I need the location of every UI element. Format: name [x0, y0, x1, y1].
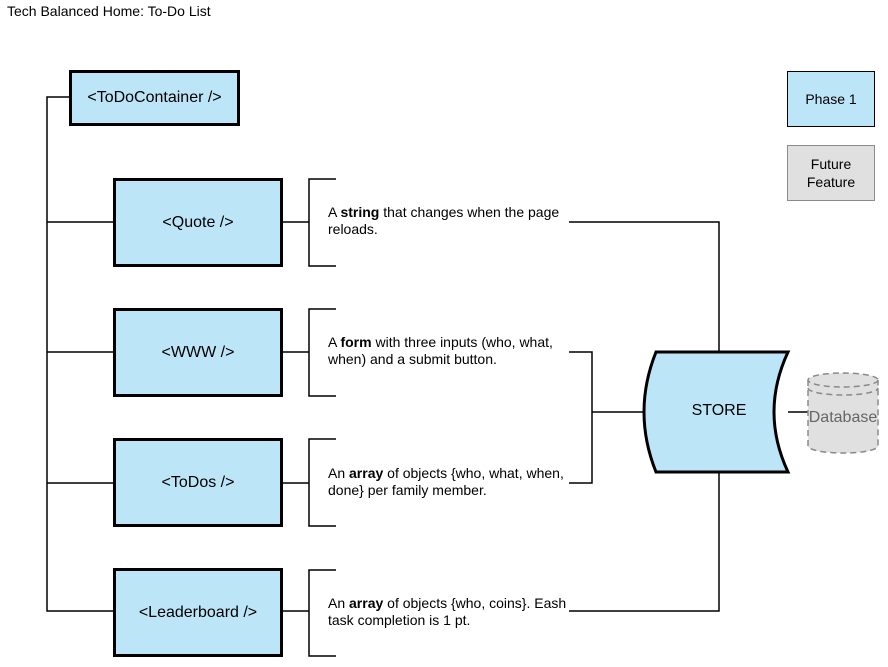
- quote-description: A string that changes when the page relo…: [328, 204, 560, 237]
- todos-box: <ToDos />: [113, 438, 283, 527]
- page-title: Tech Balanced Home: To-Do List: [7, 3, 211, 19]
- bracket-leaderboard: [308, 569, 336, 657]
- legend-phase-1-label: Phase 1: [805, 91, 857, 107]
- www-label: <WWW />: [161, 343, 235, 361]
- leaderboard-label: <Leaderboard />: [138, 603, 258, 621]
- leaderboard-description: An array of objects {who, coins}. Eash t…: [328, 595, 567, 628]
- store-shape: [642, 350, 791, 474]
- leaderboard-box: <Leaderboard />: [113, 568, 283, 657]
- link-quote-store: [569, 221, 720, 352]
- database-label: Database: [808, 409, 878, 426]
- database-shape: [807, 372, 879, 454]
- todos-label: <ToDos />: [161, 473, 235, 491]
- legend-phase-1: Phase 1: [787, 71, 875, 127]
- quote-box: <Quote />: [113, 178, 283, 267]
- www-box: <WWW />: [113, 308, 283, 397]
- link-leaderboard-store: [569, 470, 720, 612]
- legend-future-feature: Future Feature: [787, 145, 875, 201]
- todocontainer-box: <ToDoContainer />: [69, 70, 240, 126]
- todocontainer-label: <ToDoContainer />: [87, 89, 222, 106]
- trunk-line: [46, 96, 113, 612]
- bracket-www: [308, 308, 336, 397]
- bracket-www-todos: [569, 351, 593, 484]
- www-description: A form with three inputs (who, what, whe…: [328, 334, 553, 367]
- store-label: STORE: [691, 402, 747, 419]
- bracket-quote: [308, 178, 336, 267]
- legend-future-feature-label: Future Feature: [806, 156, 856, 190]
- todos-description: An array of objects {who, what, when, do…: [328, 465, 564, 498]
- bracket-todos: [308, 438, 336, 527]
- quote-label: <Quote />: [162, 213, 234, 231]
